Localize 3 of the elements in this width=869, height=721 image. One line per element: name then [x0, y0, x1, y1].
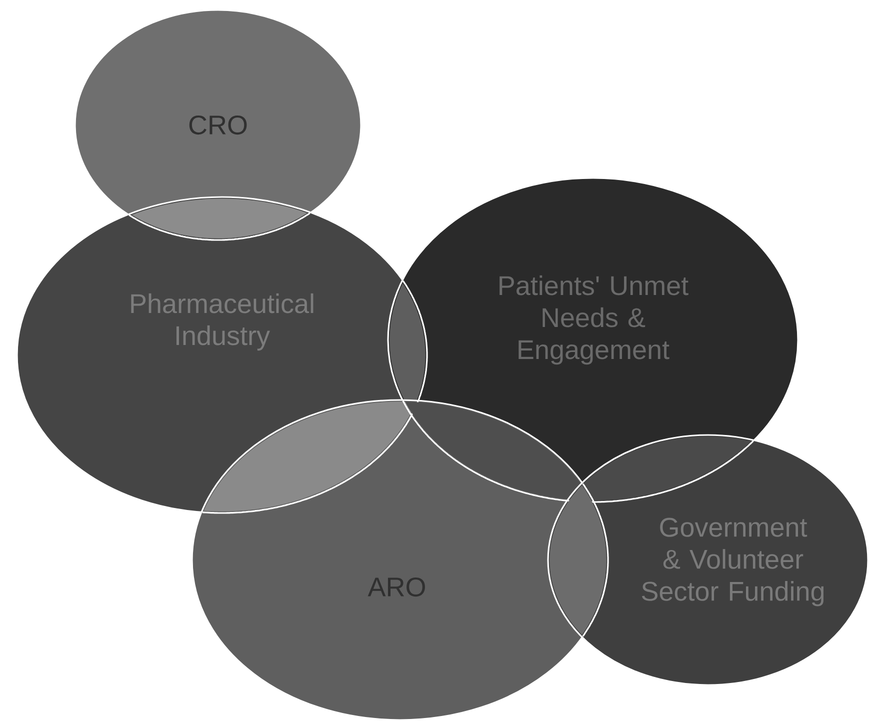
circle-label: CRO: [189, 115, 247, 135]
circle-label: Patients' Unmet Needs & Engagement: [500, 275, 688, 365]
circle-label: Government & Volunteer Sector Funding: [642, 518, 824, 606]
